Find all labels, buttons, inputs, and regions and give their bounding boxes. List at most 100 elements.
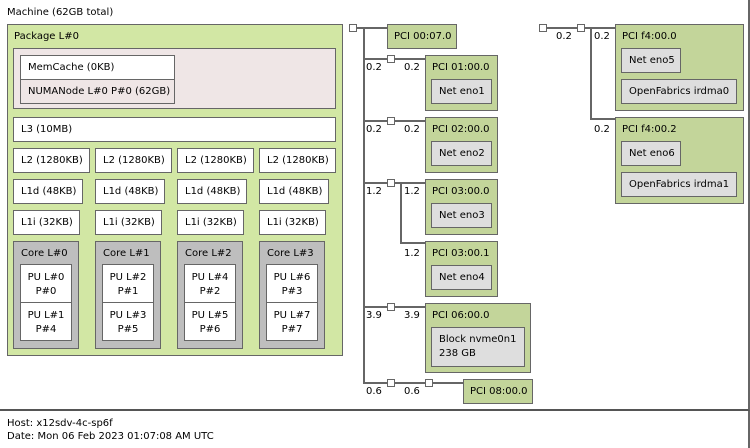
block-device-label: Block nvme0n1 xyxy=(439,334,517,345)
bandwidth-label: 3.9 xyxy=(404,310,420,321)
net-device-box xyxy=(431,203,492,228)
pu-label: PU L#4 xyxy=(191,272,229,283)
pu-physical-label: P#1 xyxy=(117,286,139,297)
bridge-icon xyxy=(387,179,395,187)
memcache-label: MemCache (0KB) xyxy=(28,62,115,73)
pu-label: PU L#3 xyxy=(109,310,147,321)
bandwidth-label: 1.2 xyxy=(366,186,382,197)
bandwidth-label: 0.2 xyxy=(556,31,572,42)
pci-label: PCI 01:00.0 xyxy=(432,62,490,73)
l2-label: L2 (1280KB) xyxy=(21,155,83,166)
bandwidth-label: 0.2 xyxy=(404,62,420,73)
l1i-label: L1i (32KB) xyxy=(185,217,237,228)
l1d-box-0 xyxy=(13,179,83,204)
pci-label: PCI 00:07.0 xyxy=(394,31,452,42)
pu-physical-label: P#3 xyxy=(281,286,303,297)
pu-physical-label: P#7 xyxy=(281,324,303,335)
bandwidth-label: 0.6 xyxy=(366,386,382,397)
net-device-box xyxy=(431,265,492,290)
l2-box-2 xyxy=(177,148,254,173)
net-device-label: Net eno1 xyxy=(439,86,485,97)
footer-box xyxy=(0,411,750,448)
bridge-icon xyxy=(387,303,395,311)
bandwidth-label: 1.2 xyxy=(404,186,420,197)
l1i-label: L1i (32KB) xyxy=(103,217,155,228)
pu-label: PU L#1 xyxy=(27,310,65,321)
host-label: Host: x12sdv-4c-sp6f xyxy=(7,418,113,429)
core-label: Core L#1 xyxy=(103,248,150,259)
bandwidth-label: 0.6 xyxy=(404,386,420,397)
bandwidth-label: 0.2 xyxy=(404,124,420,135)
openfabrics-device-box xyxy=(621,172,737,197)
l1d-box-2 xyxy=(177,179,247,204)
pu-physical-label: P#6 xyxy=(199,324,221,335)
l3-label: L3 (10MB) xyxy=(21,124,73,135)
machine-label: Machine (62GB total) xyxy=(7,7,114,18)
block-device-size: 238 GB xyxy=(439,348,476,359)
link-line xyxy=(363,382,463,384)
l2-box-3 xyxy=(259,148,336,173)
net-device-label: Net eno3 xyxy=(439,210,485,221)
l1i-label: L1i (32KB) xyxy=(267,217,319,228)
pu-physical-label: P#5 xyxy=(117,324,139,335)
pu-physical-label: P#2 xyxy=(199,286,221,297)
core-label: Core L#3 xyxy=(267,248,314,259)
l1d-label: L1d (48KB) xyxy=(21,186,77,197)
pu-physical-label: P#4 xyxy=(35,324,57,335)
l1i-box-2 xyxy=(177,210,244,235)
pci-label: PCI f4:00.0 xyxy=(622,31,677,42)
l1d-label: L1d (48KB) xyxy=(103,186,159,197)
l1d-label: L1d (48KB) xyxy=(267,186,323,197)
bandwidth-label: 0.2 xyxy=(366,124,382,135)
l1d-box-1 xyxy=(95,179,165,204)
bridge-icon xyxy=(425,379,433,387)
bandwidth-label: 0.2 xyxy=(594,31,610,42)
net-device-box xyxy=(621,48,681,73)
l2-label: L2 (1280KB) xyxy=(267,155,329,166)
block-device-box xyxy=(431,327,525,367)
pu-label: PU L#2 xyxy=(109,272,147,283)
openfabrics-device-box xyxy=(621,79,737,104)
bandwidth-label: 0.2 xyxy=(594,124,610,135)
pci-label: PCI 03:00.1 xyxy=(432,248,490,259)
l1d-box-3 xyxy=(259,179,329,204)
numanode-label: NUMANode L#0 P#0 (62GB) xyxy=(28,86,171,97)
l1i-box-1 xyxy=(95,210,162,235)
pci-label: PCI 03:00.0 xyxy=(432,186,490,197)
net-device-label: Net eno2 xyxy=(439,148,485,159)
bandwidth-label: 3.9 xyxy=(366,310,382,321)
bridge-icon xyxy=(387,117,395,125)
l1i-box-0 xyxy=(13,210,80,235)
pu-label: PU L#0 xyxy=(27,272,65,283)
numanode-box xyxy=(20,79,175,104)
link-line xyxy=(590,27,592,120)
pci-label: PCI f4:00.2 xyxy=(622,124,677,135)
pci-device-box xyxy=(463,379,533,404)
date-label: Date: Mon 06 Feb 2023 01:07:08 AM UTC xyxy=(7,431,214,442)
bridge-icon xyxy=(387,379,395,387)
net-device-label: Net eno6 xyxy=(629,148,675,159)
link-line xyxy=(400,182,402,244)
l2-label: L2 (1280KB) xyxy=(185,155,247,166)
l3-box xyxy=(13,117,336,142)
bandwidth-label: 1.2 xyxy=(404,248,420,259)
pu-label: PU L#5 xyxy=(191,310,229,321)
openfabrics-device-label: OpenFabrics irdma1 xyxy=(629,179,730,190)
net-device-box xyxy=(621,141,681,166)
l2-label: L2 (1280KB) xyxy=(103,155,165,166)
net-device-label: Net eno4 xyxy=(439,272,485,283)
l1i-label: L1i (32KB) xyxy=(21,217,73,228)
package-label: Package L#0 xyxy=(14,31,79,42)
pu-label: PU L#7 xyxy=(273,310,311,321)
pci-label: PCI 08:00.0 xyxy=(470,386,528,397)
pci-label: PCI 02:00.0 xyxy=(432,124,490,135)
link-line xyxy=(400,242,425,244)
pci-label: PCI 06:00.0 xyxy=(432,310,490,321)
